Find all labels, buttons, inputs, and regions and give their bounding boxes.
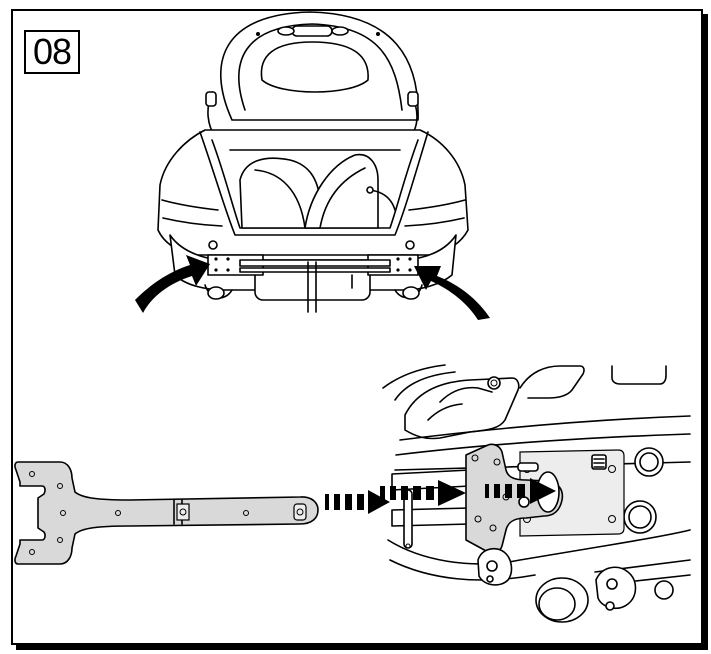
curved-arrow-icon [135,255,210,313]
frame-shadow [703,14,708,650]
bolt-icon [591,454,607,470]
step-number: 08 [24,30,80,74]
frame-shadow [16,645,708,650]
car-rear-illustration [157,11,469,313]
bracket-pair [207,254,419,313]
dashed-arrow-icon [325,490,390,514]
dashed-arrow-icon [380,478,556,506]
exhaust-icon [477,547,637,623]
bracket-mounting-detail [380,364,691,623]
curved-arrow-icon [414,266,490,320]
bracket-alignment-tool [14,461,319,565]
page-frame [11,9,703,645]
